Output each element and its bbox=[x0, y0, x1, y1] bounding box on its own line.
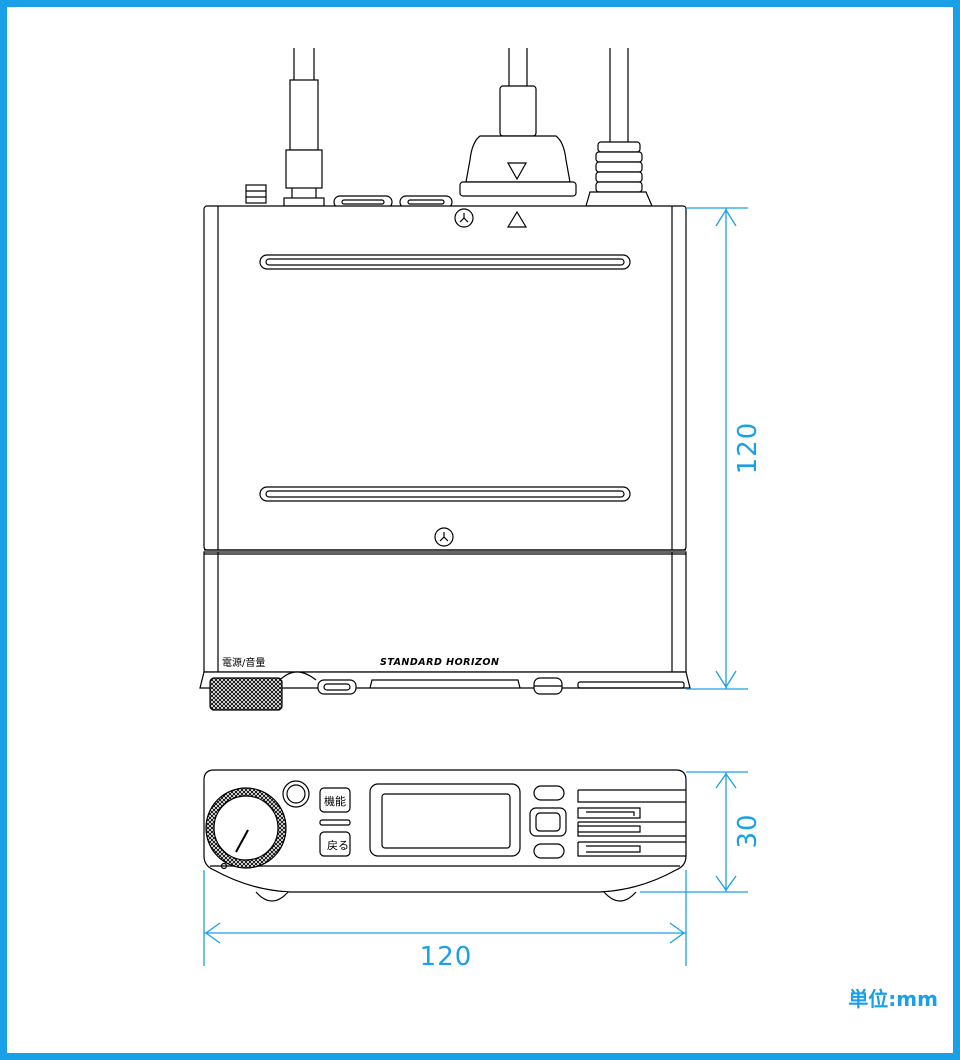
vent-slot bbox=[259, 254, 631, 270]
triangle-marker-icon bbox=[506, 210, 528, 228]
display-frame bbox=[369, 783, 521, 857]
mic-cable bbox=[585, 48, 653, 207]
front-view bbox=[203, 769, 687, 902]
brand-logo: STANDARD HORIZON bbox=[380, 657, 499, 668]
volume-knob bbox=[205, 787, 287, 870]
function-button bbox=[319, 787, 351, 813]
display-screen bbox=[381, 793, 511, 849]
vent-slot bbox=[259, 486, 631, 502]
speaker-grille bbox=[577, 789, 686, 857]
screw-icon bbox=[434, 527, 454, 547]
dimension-lines bbox=[203, 207, 748, 966]
function-button-label: 機能 bbox=[324, 794, 346, 808]
small-knob bbox=[245, 184, 267, 204]
back-button-label: 戻る bbox=[327, 839, 349, 852]
power-volume-label: 電源/音量 bbox=[222, 656, 265, 669]
antenna-cable bbox=[283, 48, 325, 207]
center-button bbox=[529, 807, 567, 837]
top-view bbox=[199, 48, 691, 711]
dimension-height-top: 120 bbox=[733, 422, 763, 475]
power-cable-connector bbox=[459, 48, 577, 197]
dimension-height-front: 30 bbox=[733, 813, 763, 848]
volume-knob-top bbox=[209, 677, 283, 711]
back-button bbox=[319, 831, 351, 857]
front-section bbox=[203, 551, 687, 673]
unit-label: 単位:mm bbox=[848, 987, 938, 1011]
screw-icon bbox=[454, 208, 474, 228]
top-body bbox=[203, 205, 687, 551]
dimension-width: 120 bbox=[420, 942, 473, 972]
